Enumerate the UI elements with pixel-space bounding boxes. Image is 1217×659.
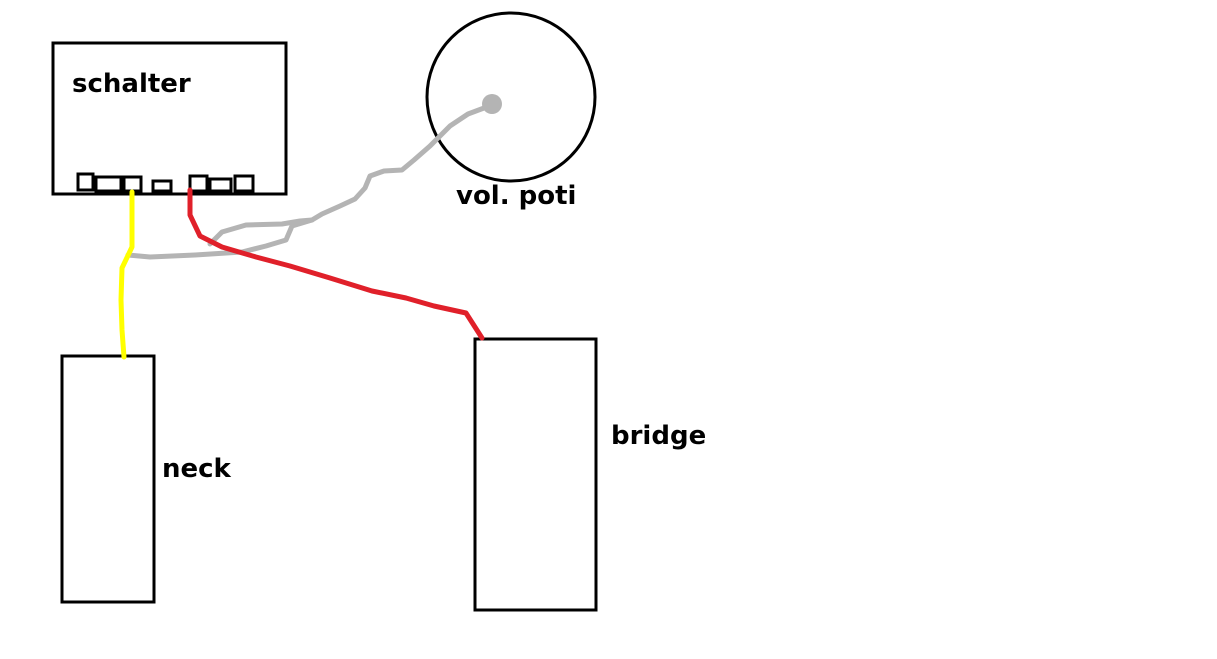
- bridge-pickup: bridge: [473, 337, 706, 612]
- switch-body: [51, 41, 288, 196]
- switch-terminals: [76, 172, 255, 193]
- switch-terminal: [233, 174, 255, 193]
- volume-pot-label: vol. poti: [456, 181, 576, 211]
- switch-terminal: [76, 172, 95, 192]
- switch-terminal: [122, 175, 143, 193]
- wire-neck: [118, 189, 135, 360]
- switch-terminal: [208, 177, 233, 193]
- wire-pot-branch: [207, 217, 315, 247]
- switch-terminal: [151, 179, 173, 193]
- neck-pickup-body: [60, 354, 156, 604]
- neck-pickup-label: neck: [162, 454, 232, 484]
- wire-pot: [125, 105, 487, 260]
- switch-label: schalter: [72, 69, 191, 99]
- switch-terminal: [188, 174, 209, 193]
- bridge-pickup-body: [473, 337, 598, 612]
- switch: schalter: [51, 41, 288, 196]
- neck-pickup: neck: [60, 354, 232, 604]
- switch-terminal: [94, 175, 123, 193]
- bridge-pickup-label: bridge: [611, 421, 706, 451]
- volume-pot: vol. poti: [425, 11, 597, 211]
- volume-pot-body: [425, 11, 597, 183]
- wire-bridge: [187, 187, 485, 341]
- pot-solder-joint: [482, 94, 502, 114]
